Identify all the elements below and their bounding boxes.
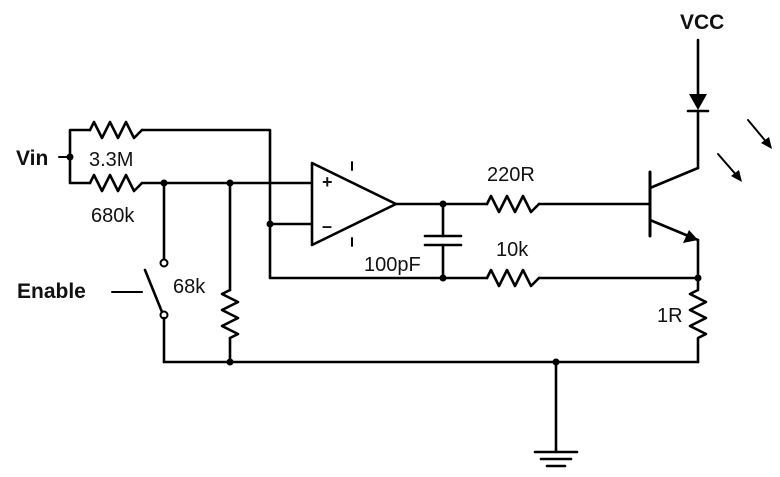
ground-symbol [533,360,579,468]
op-amp [310,161,398,247]
vin-input-node [58,128,92,185]
opamp-minus-sign: – [322,216,332,236]
junction-ground-68k [226,358,234,366]
vcc-label: VCC [680,11,724,34]
resistor-680k-label: 680k [91,205,135,227]
wire-feedback-top [140,128,445,280]
resistor-1r [688,276,708,364]
resistor-10k [485,268,541,288]
resistor-68k [220,288,240,340]
enable-label: Enable [17,280,86,303]
enable-switch [143,181,169,364]
resistor-3-3m [88,120,144,140]
resistor-10k-label: 10k [496,239,529,261]
npn-transistor [648,166,700,280]
resistor-3-3m-label: 3.3M [89,149,133,171]
resistor-68k-label: 68k [173,276,206,298]
capacitor-100pf [423,202,463,280]
resistor-220r [485,194,541,214]
opamp-plus-sign: + [322,172,333,192]
capacitor-100pf-label: 100pF [364,254,421,276]
resistor-1r-label: 1R [657,305,683,327]
resistor-680k [88,173,144,193]
led [686,38,710,170]
vin-label: Vin [16,147,48,170]
resistor-220r-label: 220R [487,164,535,186]
light-emission-arrows [717,119,772,182]
